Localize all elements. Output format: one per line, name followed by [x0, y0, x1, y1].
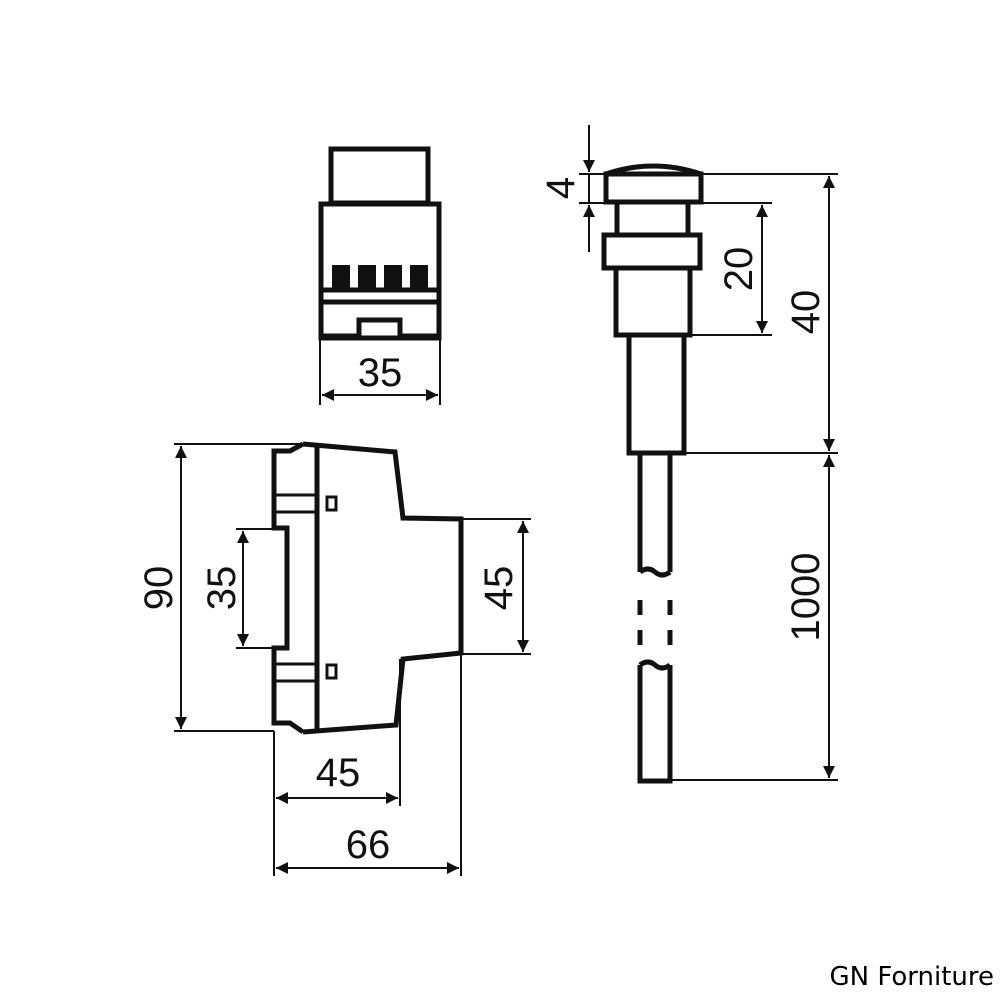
front-view-device — [318, 146, 442, 341]
dimension-front-width: 35 — [319, 338, 441, 405]
dim-label: 40 — [784, 290, 828, 335]
dimension-sensor-cap: 4 — [539, 125, 838, 252]
dim-label: 45 — [316, 751, 361, 795]
dimension-sensor-body: 40 — [684, 176, 838, 454]
dimension-side-height: 90 — [137, 443, 303, 732]
dim-label: 35 — [358, 351, 403, 395]
dimension-sensor-cable: 1000 — [672, 455, 838, 781]
dimension-sensor-thread: 20 — [690, 205, 772, 336]
dimension-side-rail: 35 — [200, 528, 287, 649]
brand-label: GN Forniture — [829, 962, 994, 992]
dimension-side-front-height: 45 — [461, 518, 531, 655]
side-view-device — [271, 441, 464, 735]
sensor-probe — [601, 163, 704, 784]
dim-label: 66 — [346, 823, 391, 867]
dim-label: 90 — [137, 566, 181, 611]
dim-label: 20 — [717, 247, 761, 292]
dim-label: 4 — [539, 177, 583, 199]
dim-label: 45 — [477, 566, 521, 611]
dimension-side-depth-front: 45 — [273, 659, 401, 876]
dim-label: 35 — [200, 566, 244, 611]
dim-label: 1000 — [784, 553, 828, 642]
dimension-side-depth-total: 66 — [276, 653, 462, 876]
